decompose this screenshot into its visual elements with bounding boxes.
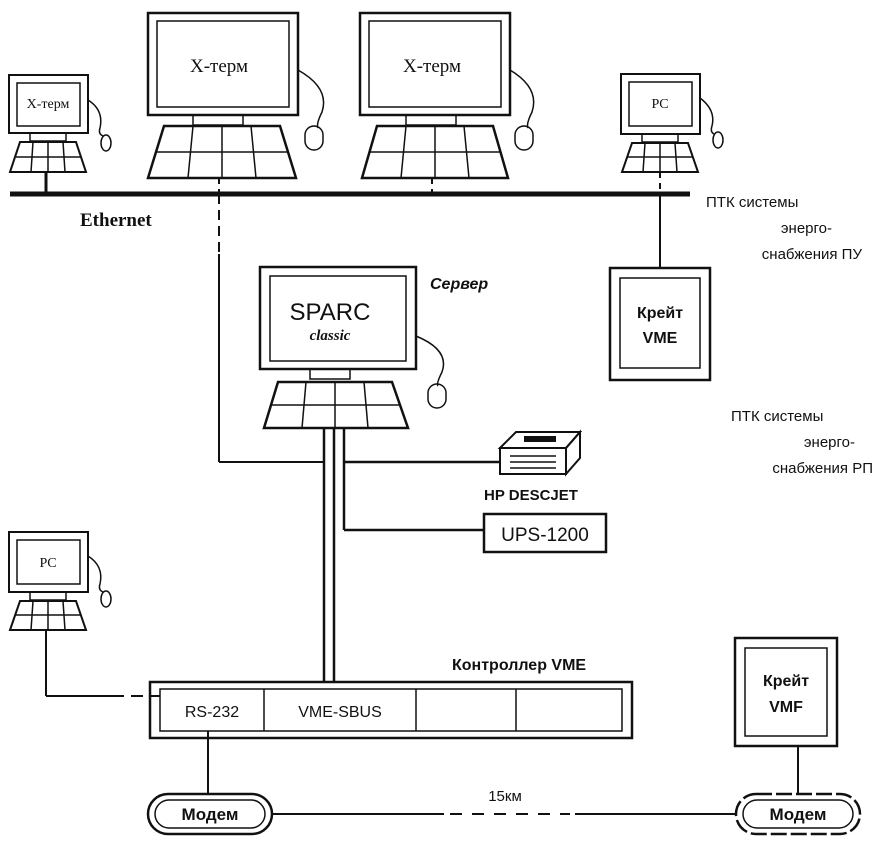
ptk-rp-line2: энерго- <box>804 434 855 451</box>
server-workstation: SPARC classic <box>258 265 447 430</box>
pc-bottom-workstation: PC <box>8 531 112 631</box>
crate-pu-line1: Крейт <box>637 305 683 322</box>
crate-vme-pu: Крейт VME <box>608 266 712 382</box>
crate-pu-line2: VME <box>643 330 678 347</box>
xterm-left-label: X-терм <box>190 56 248 77</box>
server-brand: SPARC <box>290 299 371 326</box>
crate-vmf-rp: Крейт VMF <box>733 636 839 748</box>
controller-vme: RS-232 VME-SBUS <box>148 680 634 740</box>
modem-left-label: Модем <box>182 805 239 824</box>
pc-top-workstation: PC <box>620 73 724 173</box>
mouse-icon <box>514 125 534 151</box>
controller-slot-rs232: RS-232 <box>185 704 239 721</box>
ptk-rp-line1: ПТК системы <box>731 408 823 425</box>
xterm-right-label: X-терм <box>403 56 461 77</box>
server-label: Сервер <box>430 276 488 293</box>
printer-label: HP DESCJET <box>484 487 578 504</box>
server-model: classic <box>310 328 351 344</box>
mouse-icon <box>712 131 724 149</box>
xterm-right-workstation: X-терм <box>358 11 535 180</box>
xterm-small-workstation: X-терм <box>8 74 112 194</box>
modem-left: Модем <box>146 792 274 836</box>
mouse-icon <box>304 125 324 151</box>
distance-label: 15км <box>488 788 522 805</box>
controller-slot-vme-sbus: VME-SBUS <box>298 704 382 721</box>
ptk-pu-line2: энерго- <box>781 220 832 237</box>
xterm-small-label: X-терм <box>27 97 70 112</box>
crate-rp-line2: VMF <box>769 699 803 716</box>
mouse-icon <box>427 383 447 409</box>
printer-icon <box>497 429 583 477</box>
pc-bottom-label: PC <box>39 556 56 571</box>
ups-box <box>482 512 608 554</box>
mouse-icon <box>100 134 112 152</box>
controller-label: Контроллер VME <box>452 657 586 674</box>
ups-label: UPS-1200 <box>501 525 589 546</box>
ptk-rp-line3: снабжения РП <box>772 460 873 477</box>
mouse-icon <box>100 590 112 608</box>
modem-right: Модем <box>734 792 862 836</box>
modem-right-label: Модем <box>770 805 827 824</box>
ethernet-label: Ethernet <box>80 210 152 231</box>
ptk-pu-line1: ПТК системы <box>706 194 798 211</box>
xterm-left-workstation: X-терм <box>146 11 325 180</box>
crate-rp-line1: Крейт <box>763 673 809 690</box>
pc-top-label: PC <box>651 97 668 112</box>
ptk-pu-line3: снабжения ПУ <box>762 246 863 263</box>
